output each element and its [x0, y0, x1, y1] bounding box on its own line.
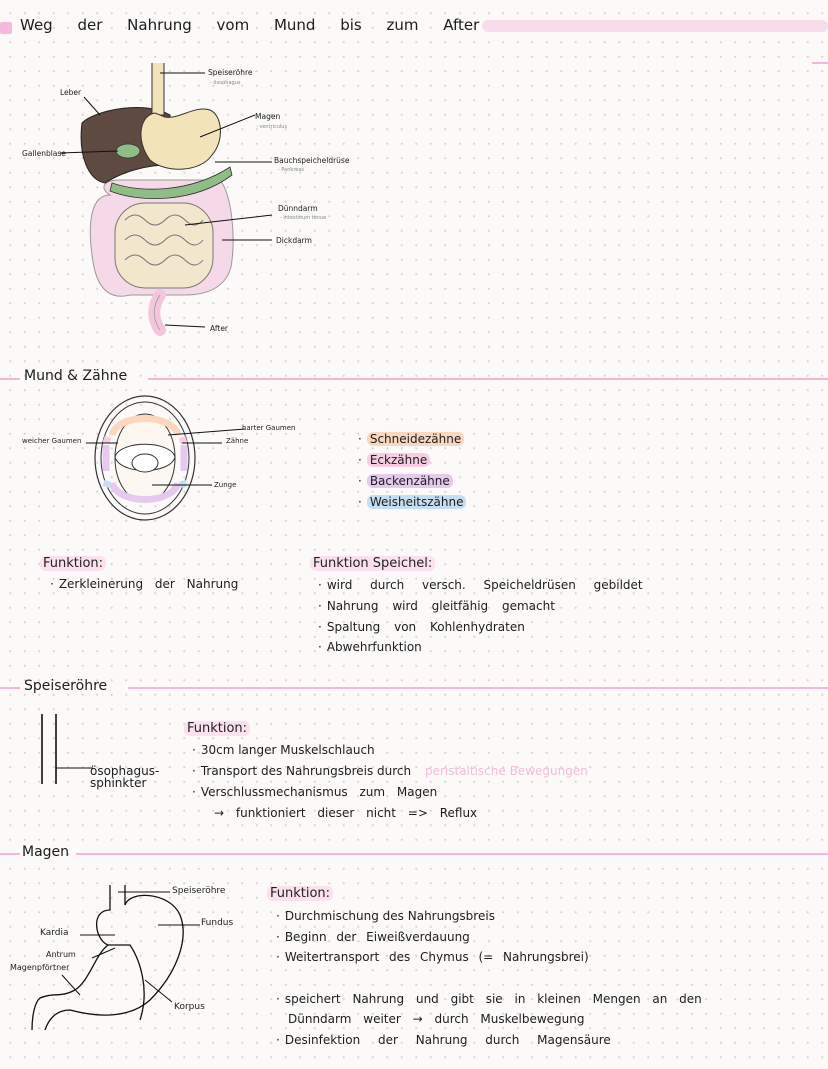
mouth-function-item: Zerkleinerung der Nahrung [50, 577, 239, 591]
stomach-label-pylorus: Magenpförtner [10, 963, 70, 972]
stomach-heading-line-left [0, 853, 20, 855]
title-underline [482, 20, 828, 32]
label-pancreas: Bauchspeicheldrüse [274, 156, 350, 165]
stomach-label-fundus: Fundus [201, 918, 234, 928]
peristaltic-text: peristaltische Bewegungen [424, 764, 588, 778]
stomach-label-cardia: Kardia [40, 928, 69, 938]
label-soft-palate: weicher Gaumen [22, 437, 82, 445]
label-small-intestine: Dünndarm [278, 204, 318, 213]
mouth-heading-line-left [0, 378, 20, 380]
esophagus-heading-line [128, 687, 828, 689]
stomach-label-antrum: Antrum [46, 950, 76, 959]
mouth-function-title: Funktion: [40, 556, 107, 571]
saliva-item: Abwehrfunktion [318, 640, 422, 654]
esophagus-heading-line-left [0, 687, 20, 689]
mouth-diagram [86, 395, 246, 521]
label-small-intestine-latin: - intestinum tenue [280, 215, 327, 221]
sphincter-label: ösophagus- sphinkter [90, 764, 160, 790]
stomach-shape [140, 108, 221, 170]
label-gallbladder: Gallenblase [22, 149, 66, 158]
mouth-heading-line [148, 378, 828, 380]
page-title: Weg der Nahrung vom Mund bis zum After [20, 16, 480, 34]
stomach-item: Beginn der Eiweißverdauung [276, 930, 470, 944]
title-accent-left [0, 22, 12, 34]
label-large-intestine: Dickdarm [276, 236, 312, 245]
teeth-type-item: Schneidezähne [358, 432, 465, 446]
small-intestine-shape [114, 202, 214, 289]
teeth-type-label: Eckzähne [366, 453, 431, 467]
teeth-type-label: Backenzähne [366, 474, 453, 488]
esophagus-shape [151, 63, 165, 116]
stomach-label-corpus: Korpus [174, 1002, 205, 1012]
esophagus-function-title: Funktion: [184, 721, 251, 736]
label-esophagus: Speiseröhre [208, 68, 253, 77]
esophagus-item: Transport des Nahrungsbreis durch perist… [192, 764, 588, 778]
label-hard-palate: harter Gaumen [242, 424, 296, 432]
label-pancreas-latin: - Pankreas [278, 167, 305, 173]
digestive-system-diagram [59, 63, 273, 336]
stomach-disinfect: Desinfektion der Nahrung durch Magensäur… [276, 1033, 611, 1047]
saliva-item: wird durch versch. Speicheldrüsen gebild… [318, 578, 643, 592]
teeth-type-label: Schneidezähne [366, 432, 465, 446]
esophagus-diagram [41, 714, 93, 784]
label-tongue: Zunge [214, 481, 237, 489]
stomach-item: Weitertransport des Chymus (= Nahrungsbr… [276, 950, 589, 964]
saliva-item: Spaltung von Kohlenhydraten [318, 620, 525, 634]
stomach-heading-line [76, 853, 828, 855]
label-stomach-latin: - ventriculus [256, 124, 288, 130]
label-liver: Leber [60, 88, 82, 97]
esophagus-heading: Speiseröhre [24, 678, 108, 694]
label-stomach: Magen [255, 112, 281, 121]
esophagus-item: Verschlussmechanismus zum Magen [192, 785, 437, 799]
gallbladder-shape [115, 143, 141, 159]
stomach-diagram [31, 885, 200, 1031]
teeth-type-label: Weisheitszähne [366, 495, 467, 509]
label-esophagus-latin: - ösophagus [210, 80, 241, 86]
saliva-item: Nahrung wird gleitfähig gemacht [318, 599, 555, 613]
stomach-store-line-2: Dünndarm weiter → durch Muskelbewegung [288, 1012, 585, 1026]
stomach-function-title: Funktion: [267, 886, 334, 901]
esophagus-item: 30cm langer Muskelschlauch [192, 743, 375, 757]
label-anus: After [210, 324, 229, 333]
teeth-type-item: Backenzähne [358, 474, 453, 488]
stomach-store-line: speichert Nahrung und gibt sie in kleine… [276, 992, 702, 1006]
pancreas-shape [109, 166, 233, 199]
stomach-label-esophagus: Speiseröhre [172, 886, 226, 896]
stomach-heading: Magen [22, 844, 70, 860]
stomach-item: Durchmischung des Nahrungsbreis [276, 909, 495, 923]
label-teeth: Zähne [226, 437, 249, 445]
teeth-type-item: Eckzähne [358, 453, 431, 467]
saliva-function-title: Funktion Speichel: [310, 556, 436, 571]
mouth-heading: Mund & Zähne [24, 368, 128, 384]
reflux-note: → funktioniert dieser nicht => Reflux [214, 806, 478, 820]
right-edge-mark [812, 62, 828, 64]
teeth-type-item: Weisheitszähne [358, 495, 467, 509]
